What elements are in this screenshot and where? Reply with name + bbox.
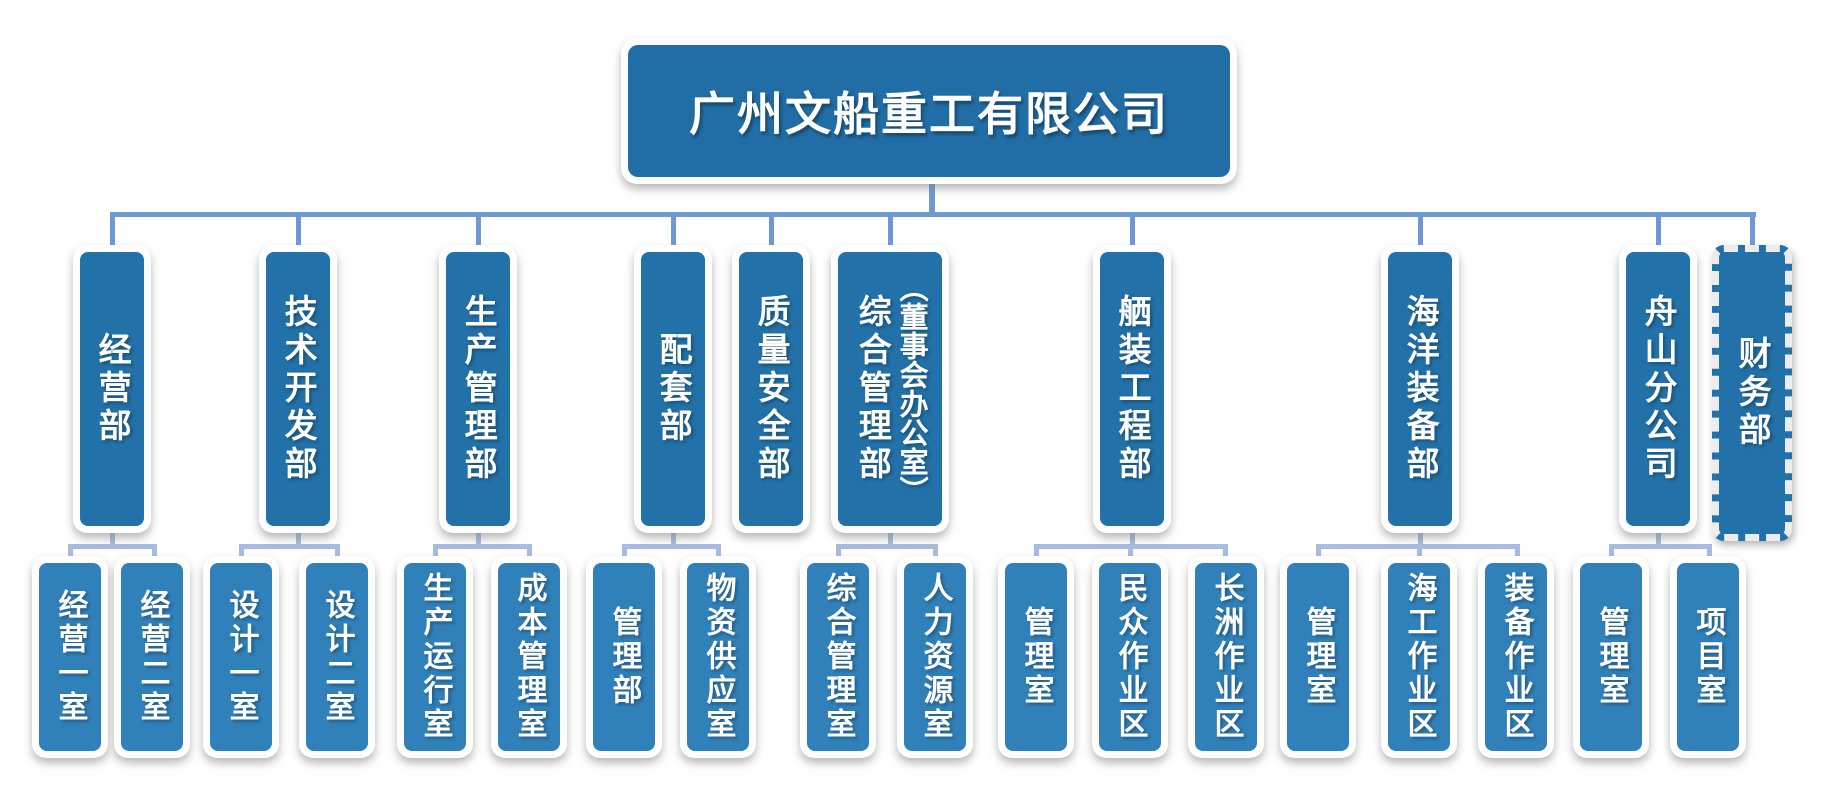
stub-line [1418,530,1423,546]
root-trunk-line [929,180,935,214]
mid-drop-line [1417,544,1422,558]
office-label: 经营一室 [53,589,87,725]
org-root-box: 广州文船重工有限公司 [621,38,1237,184]
dept-label: 舟山分公司 [1640,294,1678,484]
drop-line [476,212,481,248]
drop-line [769,212,774,248]
drop-line [671,212,676,248]
drop-line [1418,212,1423,248]
dept-label: 舾装工程部 [1114,294,1152,484]
office-label: 设计一室 [224,589,258,725]
drop-line [1656,212,1661,248]
office-label: 长洲作业区 [1209,572,1243,742]
office-box: 装备作业区 [1478,556,1554,758]
office-box: 经营一室 [32,556,108,758]
dept-box: 经营部 [73,245,151,533]
stub-line [110,530,115,546]
level1-horizontal-line [110,212,1756,217]
office-label: 设计二室 [320,589,354,725]
dept-label: 生产管理部 [460,294,498,484]
office-label: 管理室 [1019,606,1053,708]
office-label: 管理部 [607,606,641,708]
office-box: 综合管理室 [800,556,876,758]
office-box: 管理室 [1280,556,1356,758]
stub-line [476,530,481,546]
dept-box: 技术开发部 [259,245,337,533]
drop-line [888,212,893,248]
org-root-label: 广州文船重工有限公司 [689,88,1169,140]
dept-label: 经营部 [94,332,132,446]
stub-line [1656,530,1661,546]
dept-box: 生产管理部 [439,245,517,533]
office-box: 成本管理室 [491,556,567,758]
office-box: 管理部 [586,556,662,758]
dept-label: 综合管理部 [854,294,892,484]
dept-label: 质量安全部 [753,294,791,484]
office-box: 长洲作业区 [1188,556,1264,758]
office-label: 项目室 [1691,606,1725,708]
dept-box: 海洋装备部 [1381,245,1459,533]
bracket-line [836,544,938,558]
dept-label: 海洋装备部 [1402,294,1440,484]
dept-label: 配套部 [655,332,693,446]
office-label: 人力资源室 [918,572,952,742]
office-label: 海工作业区 [1402,572,1436,742]
bracket-line [622,544,721,558]
mid-drop-line [1128,544,1133,558]
bracket-line [1609,544,1712,558]
office-label: 生产运行室 [418,572,452,742]
drop-line [1750,212,1755,248]
office-box: 民众作业区 [1092,556,1168,758]
office-box: 设计一室 [203,556,279,758]
office-box: 项目室 [1670,556,1746,758]
dept-label: 技术开发部 [280,294,318,484]
office-label: 管理室 [1594,606,1628,708]
office-label: 管理室 [1301,606,1335,708]
office-box: 管理室 [998,556,1074,758]
bracket-line [239,544,340,558]
office-label: 民众作业区 [1113,572,1147,742]
office-box: 经营二室 [114,556,190,758]
dept-box: 配套部 [634,245,712,533]
office-label: 综合管理室 [821,572,855,742]
office-label: 经营二室 [135,589,169,725]
dept-box: 质量安全部 [732,245,810,533]
office-box: 人力资源室 [897,556,973,758]
office-box: 生产运行室 [397,556,473,758]
office-box: 设计二室 [299,556,375,758]
stub-line [1130,530,1135,546]
drop-line [110,212,115,248]
dept-box-dashed: 财务部 [1712,245,1792,541]
office-box: 海工作业区 [1381,556,1457,758]
dept-box: 舟山分公司 [1619,245,1697,533]
office-label: 物资供应室 [701,572,735,742]
dept-box: 舾装工程部 [1093,245,1171,533]
stub-line [296,530,301,546]
stub-line [888,530,893,546]
dept-label: 财务部 [1734,336,1772,450]
drop-line [1130,212,1135,248]
bracket-line [433,544,532,558]
bracket-line [68,544,157,558]
drop-line [296,212,301,248]
dept-box: 综合管理部 （董事会办公室） [831,245,949,533]
office-label: 装备作业区 [1499,572,1533,742]
office-label: 成本管理室 [512,572,546,742]
dept-sublabel: （董事会办公室） [895,273,928,505]
stub-line [671,530,676,546]
office-box: 物资供应室 [680,556,756,758]
office-box: 管理室 [1573,556,1649,758]
